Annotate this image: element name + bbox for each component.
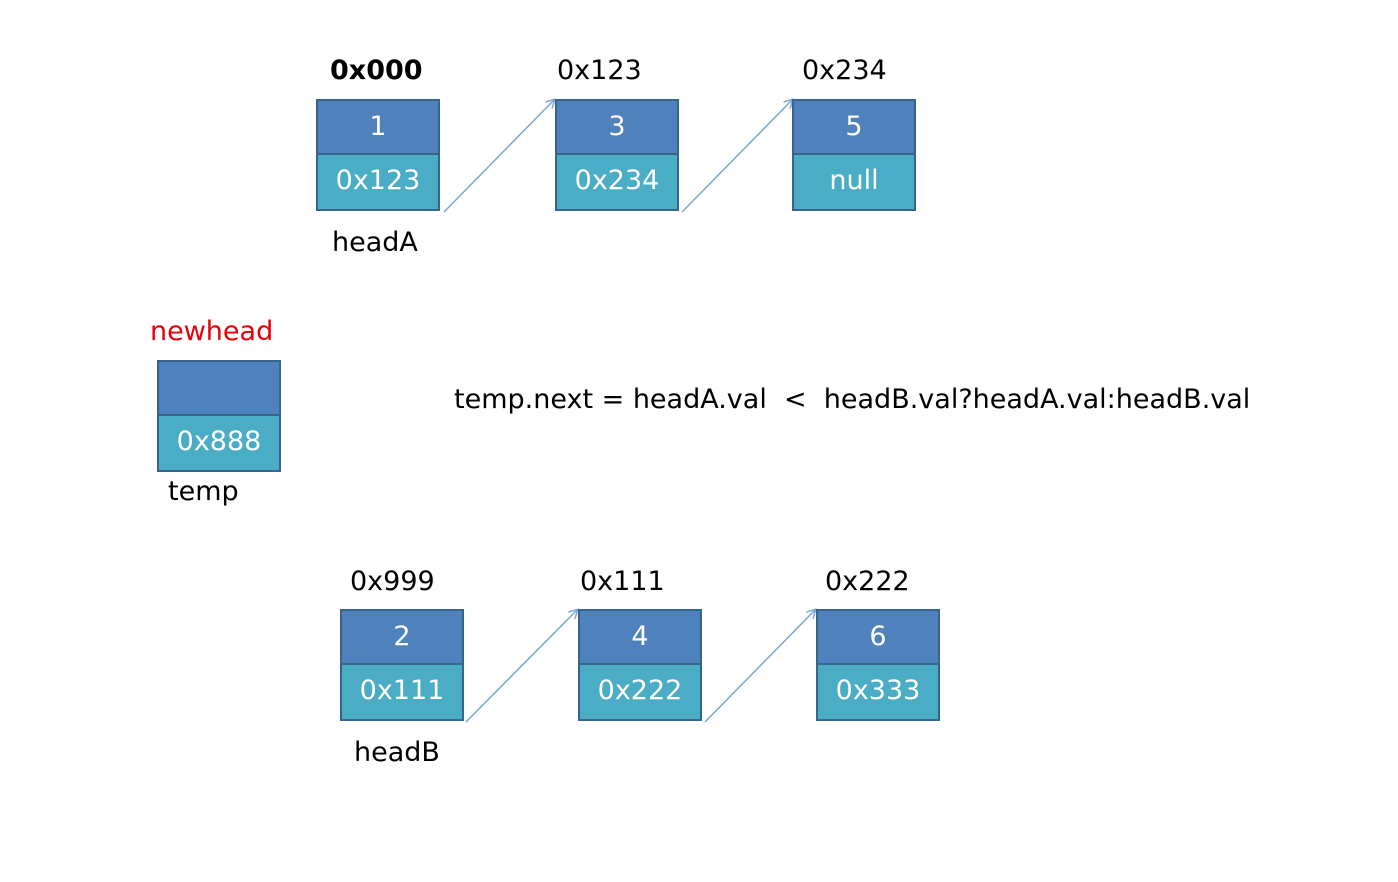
node-next-cell: null xyxy=(792,155,916,211)
node-next-cell: 0x888 xyxy=(157,416,281,472)
merge-formula: temp.next = headA.val < headB.val?headA.… xyxy=(454,384,1251,415)
head-a-label: headA xyxy=(332,227,418,258)
node-value-cell xyxy=(157,360,281,416)
newhead-node: 0x888 xyxy=(157,360,281,472)
list-node: 2 0x111 xyxy=(340,609,464,721)
node-address: 0x111 xyxy=(580,566,665,597)
node-address: 0x222 xyxy=(825,566,910,597)
node-value-cell: 2 xyxy=(340,609,464,665)
arrow-a1-to-a2 xyxy=(681,100,792,213)
head-b-label: headB xyxy=(354,737,440,768)
node-address: 0x999 xyxy=(350,566,435,597)
node-value-cell: 6 xyxy=(816,609,940,665)
node-next-cell: 0x222 xyxy=(578,665,702,721)
list-node: 5 null xyxy=(792,99,916,211)
list-node: 3 0x234 xyxy=(555,99,679,211)
list-node: 1 0x123 xyxy=(316,99,440,211)
node-next-cell: 0x111 xyxy=(340,665,464,721)
node-value-cell: 4 xyxy=(578,609,702,665)
node-next-cell: 0x333 xyxy=(816,665,940,721)
node-value-cell: 3 xyxy=(555,99,679,155)
node-value-cell: 1 xyxy=(316,99,440,155)
node-next-cell: 0x123 xyxy=(316,155,440,211)
list-node: 6 0x333 xyxy=(816,609,940,721)
node-address: 0x123 xyxy=(557,55,642,86)
node-address: 0x234 xyxy=(802,55,887,86)
arrow-b0-to-b1 xyxy=(465,610,577,723)
arrow-a0-to-a1 xyxy=(443,100,554,213)
node-address: 0x000 xyxy=(330,55,423,86)
node-value-cell: 5 xyxy=(792,99,916,155)
list-node: 4 0x222 xyxy=(578,609,702,721)
temp-label: temp xyxy=(168,476,239,507)
newhead-label: newhead xyxy=(150,316,274,347)
arrow-b1-to-b2 xyxy=(704,610,815,723)
node-next-cell: 0x234 xyxy=(555,155,679,211)
